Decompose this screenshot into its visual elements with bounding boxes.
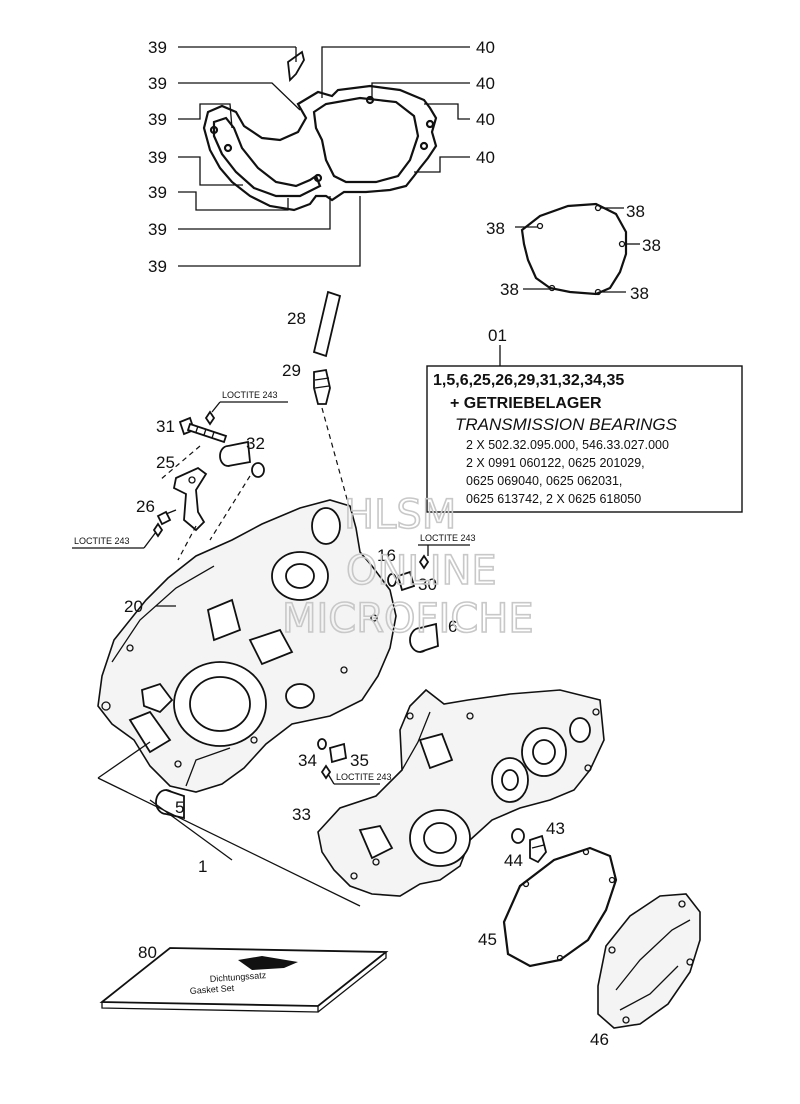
- callout-26: 26: [136, 497, 155, 516]
- callout-40: 40: [476, 110, 495, 129]
- callout-38: 38: [486, 219, 505, 238]
- callout-28: 28: [287, 309, 306, 328]
- watermark-line-2: ONLINE: [346, 548, 497, 594]
- drain-plug: [511, 828, 547, 864]
- crankcase-left-half: [97, 499, 397, 793]
- loctite-label: LOCTITE 243: [336, 772, 392, 782]
- callout-40: 40: [476, 38, 495, 57]
- callout-44: 44: [504, 851, 523, 870]
- booklet-title-en: Gasket Set: [189, 983, 235, 996]
- callout-39: 39: [148, 183, 167, 202]
- callout-38: 38: [500, 280, 519, 299]
- callout-34: 34: [298, 751, 317, 770]
- kit-part-numbers-4: 0625 613742, 2 X 0625 618050: [466, 492, 641, 506]
- callout-01: 01: [488, 326, 507, 345]
- callout-38: 38: [626, 202, 645, 221]
- callout-45: 45: [478, 930, 497, 949]
- callout-38: 38: [630, 284, 649, 303]
- callout-39: 39: [148, 110, 167, 129]
- crankcase-right-half: [317, 688, 605, 897]
- callout-16: 16: [377, 546, 396, 565]
- ignition-cover: [597, 893, 701, 1029]
- booklet-title-de: Dichtungssatz: [209, 970, 267, 984]
- crankcase-gasket: [202, 50, 438, 212]
- callout-25: 25: [156, 453, 175, 472]
- kit-part-numbers-3: 0625 069040, 0625 062031,: [466, 474, 622, 488]
- loctite-label: LOCTITE 243: [420, 533, 476, 543]
- callout-20: 20: [124, 597, 143, 616]
- kit-gearbox-bearings-de: + GETRIEBELAGER: [450, 395, 602, 412]
- loctite-label: LOCTITE 243: [222, 390, 278, 400]
- callout-29: 29: [282, 361, 301, 380]
- callout-40: 40: [476, 74, 495, 93]
- callout-35: 35: [350, 751, 369, 770]
- ignition-cover-gasket: [520, 202, 628, 296]
- callout-33: 33: [292, 805, 311, 824]
- callout-30: 30: [418, 575, 437, 594]
- callout-5: 5: [175, 798, 184, 817]
- kit-part-numbers-2: 2 X 0991 060122, 0625 201029,: [466, 456, 645, 470]
- callout-1: 1: [198, 857, 207, 876]
- shaft-parts-right: [387, 554, 439, 653]
- loctite-labels: LOCTITE 243 LOCTITE 243 LOCTITE 243 LOCT…: [72, 390, 476, 785]
- callout-leaders-39-40: [178, 46, 470, 267]
- gasket-set-booklet: Dichtungssatz Gasket Set: [99, 947, 389, 1013]
- callout-80: 80: [138, 943, 157, 962]
- callout-39: 39: [148, 257, 167, 276]
- kit-outline-leaders: [97, 741, 361, 907]
- kit-transmission-bearings: TRANSMISSION BEARINGS: [455, 415, 678, 434]
- callout-46: 46: [590, 1030, 609, 1049]
- breather-hose: [312, 290, 351, 511]
- watermark-line-3: MICROFICHE: [282, 596, 534, 642]
- callout-6: 6: [448, 617, 457, 636]
- loctite-label: LOCTITE 243: [74, 536, 130, 546]
- kit-part-numbers-1: 2 X 502.32.095.000, 546.33.027.000: [466, 438, 669, 452]
- callout-39: 39: [148, 148, 167, 167]
- callout-38: 38: [642, 236, 661, 255]
- callout-31: 31: [156, 417, 175, 436]
- callout-39: 39: [148, 74, 167, 93]
- watermark: HLSM ONLINE MICROFICHE: [281, 491, 534, 643]
- kit-info-box: 01 1,5,6,25,26,29,31,32,34,35 + GETRIEBE…: [426, 326, 743, 513]
- callout-39: 39: [148, 220, 167, 239]
- watermark-line-1: HLSM: [344, 492, 456, 538]
- bolt-34-35: [317, 738, 348, 780]
- cover-gasket: [502, 846, 618, 968]
- kit-parts-list: 1,5,6,25,26,29,31,32,34,35: [433, 372, 624, 389]
- callout-43: 43: [546, 819, 565, 838]
- callout-39: 39: [148, 38, 167, 57]
- callout-leaders-38: [515, 207, 640, 293]
- callout-32: 32: [246, 434, 265, 453]
- callout-40: 40: [476, 148, 495, 167]
- small-hardware: [152, 410, 265, 561]
